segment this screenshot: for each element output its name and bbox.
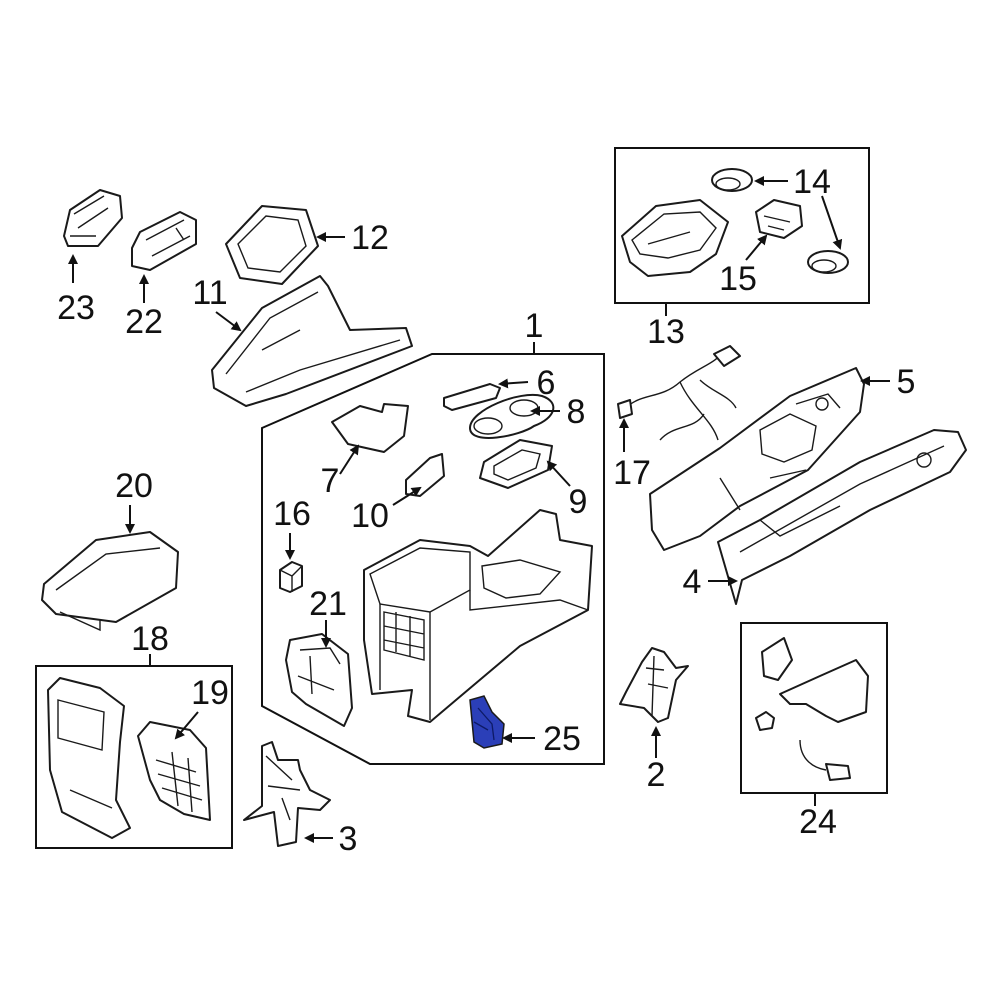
callout-25: 25 — [543, 720, 581, 758]
leader-7 — [339, 444, 360, 475]
leader-15 — [745, 234, 768, 261]
part-10-bracket — [405, 453, 445, 497]
part-11-console-trim — [211, 275, 413, 407]
part-22-switch — [131, 211, 197, 271]
callout-4: 4 — [683, 563, 702, 601]
part-23-switch — [63, 189, 123, 247]
callout-17: 17 — [613, 454, 651, 492]
part-1-center-console — [363, 509, 593, 723]
callout-19: 19 — [191, 674, 229, 712]
part-20-armrest-lid — [41, 531, 179, 632]
callout-5: 5 — [897, 363, 916, 401]
part-9-bezel — [479, 439, 553, 489]
group-frame-1 — [261, 353, 605, 765]
leader-6 — [498, 378, 529, 389]
callout-22: 22 — [125, 303, 163, 341]
callout-11: 11 — [192, 274, 227, 312]
part-16-connector — [279, 561, 303, 593]
part-14-power-outlet-lower — [807, 250, 849, 274]
callout-10: 10 — [351, 497, 389, 535]
leader-9 — [546, 460, 571, 487]
callout-13: 13 — [647, 313, 685, 351]
leader-14b — [821, 195, 843, 250]
callout-12: 12 — [351, 219, 389, 257]
part-19-vent-panel — [137, 721, 211, 821]
callout-2: 2 — [647, 756, 666, 794]
part-4-side-panel — [717, 429, 967, 605]
callout-9: 9 — [569, 483, 588, 521]
callout-20: 20 — [115, 467, 153, 505]
callout-3: 3 — [339, 820, 358, 858]
leader-10 — [392, 486, 422, 506]
group-frame-13 — [614, 147, 870, 304]
callout-23: 23 — [57, 289, 95, 327]
part-2-bracket — [619, 647, 689, 723]
leader-19 — [174, 711, 199, 740]
part-6-trim-strip — [443, 383, 501, 411]
callout-1: 1 — [525, 307, 544, 345]
callout-7: 7 — [321, 462, 340, 500]
part-5-side-panel — [649, 367, 865, 551]
part-18-rear-cover — [47, 677, 131, 839]
callout-24: 24 — [799, 803, 837, 841]
part-25-highlighted-bracket — [469, 695, 505, 749]
part-14-power-outlet-upper — [711, 168, 753, 192]
callout-6: 6 — [537, 364, 556, 402]
callout-15: 15 — [719, 260, 757, 298]
group-frame-18 — [35, 665, 233, 849]
part-13-storage-tray — [621, 199, 729, 277]
part-7-mat — [331, 403, 409, 453]
leader-11 — [215, 311, 242, 332]
part-17-wiring-harness — [617, 345, 741, 441]
callout-14: 14 — [793, 163, 831, 201]
part-12-shift-bezel — [225, 205, 319, 285]
part-15-usb-module — [755, 199, 803, 239]
callout-8: 8 — [567, 393, 586, 431]
callout-18: 18 — [131, 620, 169, 658]
callout-16: 16 — [273, 495, 311, 533]
part-3-bracket — [243, 741, 331, 847]
part-24-shifter-assembly — [755, 637, 869, 781]
callout-21: 21 — [309, 585, 347, 623]
part-21-bracket — [285, 633, 353, 727]
